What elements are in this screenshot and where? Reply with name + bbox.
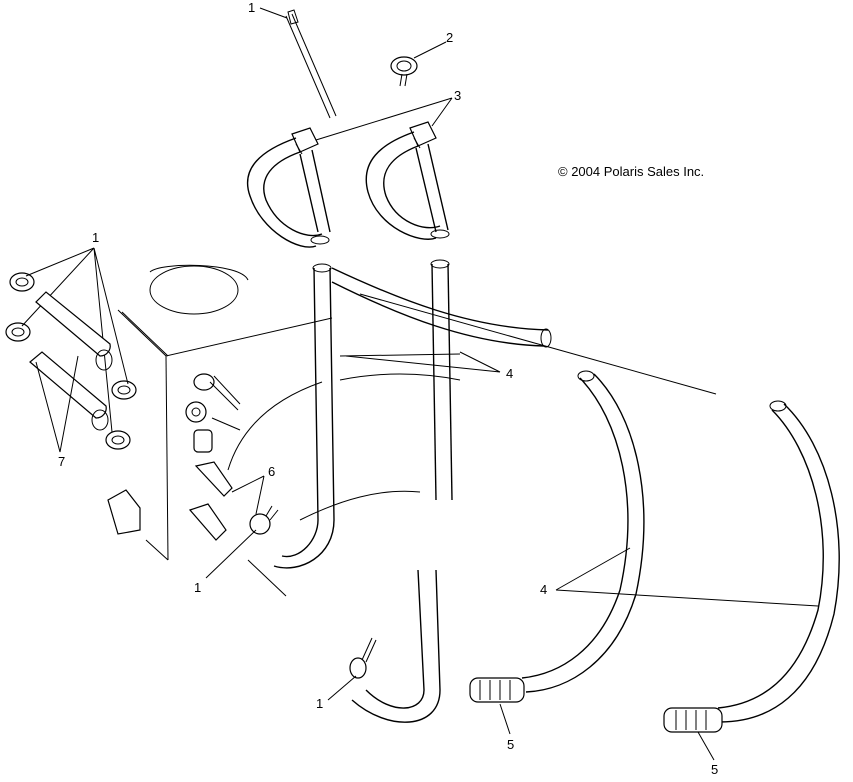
callout-6: 6 [268, 464, 275, 479]
callout-4-right: 4 [540, 582, 547, 597]
leader-1-left [21, 247, 129, 433]
callout-2: 2 [446, 30, 453, 45]
callout-1-left: 1 [92, 230, 99, 245]
callout-1-low: 1 [194, 580, 201, 595]
copyright-text: © 2004 Polaris Sales Inc. [558, 164, 704, 179]
hose-long-upper [331, 267, 717, 395]
leader-3 [315, 97, 453, 141]
hose-vertical-right [430, 259, 453, 501]
clamp-left-1 [9, 272, 35, 292]
elbow-left [107, 489, 141, 535]
callout-4-mid: 4 [506, 366, 513, 381]
hose-right-a [521, 370, 645, 693]
tank-outline [117, 264, 461, 597]
tube-part-7-a [35, 291, 113, 371]
leader-1-bottom [327, 675, 357, 701]
leader-1-low [205, 529, 257, 579]
cable-tie-top [285, 9, 337, 119]
clamp-tank-lower [249, 505, 279, 535]
leader-6 [231, 475, 265, 515]
clamp-left-4 [105, 430, 131, 450]
leader-4-mid [345, 351, 501, 373]
callout-3: 3 [454, 88, 461, 103]
leader-5-a [499, 703, 511, 735]
leader-5-b [697, 731, 715, 761]
leader-4-right [555, 547, 819, 607]
leader-7 [35, 355, 79, 453]
callout-1-top: 1 [248, 0, 255, 15]
strainer-part-5-b [663, 707, 723, 733]
hose-upper-left [246, 137, 331, 248]
tube-part-7-b [29, 351, 109, 431]
clamp-left-3 [111, 380, 137, 400]
strainer-part-5-a [469, 677, 525, 703]
fitting-part-3-left [291, 127, 319, 155]
callout-7: 7 [58, 454, 65, 469]
clamp-part-2 [390, 56, 418, 87]
callout-5-a: 5 [507, 737, 514, 752]
leader-1-top [259, 7, 288, 19]
hose-bottom-loop [349, 569, 441, 723]
hose-vertical-left [273, 263, 335, 569]
leader-2 [413, 41, 447, 59]
clamp-left-2 [5, 322, 31, 342]
callout-1-bottom: 1 [316, 696, 323, 711]
fitting-part-3-right [409, 121, 437, 149]
callout-5-b: 5 [711, 762, 718, 777]
hose-right-b [717, 400, 840, 723]
hose-upper-right [365, 131, 450, 240]
tank-fittings [185, 373, 241, 541]
